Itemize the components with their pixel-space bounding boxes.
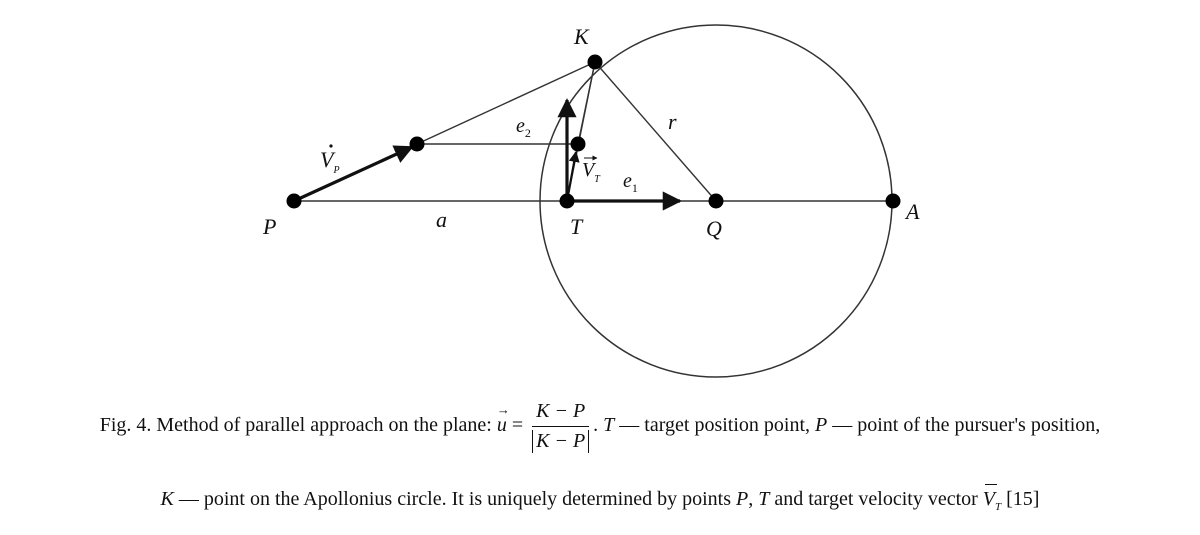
label-e2: e2 <box>516 115 531 140</box>
u-arrow-accent: → <box>496 402 510 418</box>
caption-line-1: Fig. 4. Method of parallel approach on t… <box>99 400 1101 453</box>
fraction-denominator: K − P <box>532 427 590 453</box>
svg-text:VP: VP <box>320 147 340 176</box>
u-vector-symbol: u→ <box>496 402 510 437</box>
fraction-numerator: K − P <box>532 400 590 427</box>
vt-vector-symbol: VT <box>983 484 1001 513</box>
line-k-q <box>594 61 717 202</box>
label-vp: VP <box>320 144 340 176</box>
svg-text:VT: VT <box>582 159 601 185</box>
apollonius-diagram: K P T Q A a r e2 e1 VP VT <box>262 24 920 378</box>
label-a-point: A <box>904 199 920 224</box>
label-p: P <box>262 214 276 239</box>
line-p-k <box>416 61 596 145</box>
point-vt-tip <box>570 136 586 152</box>
point-p <box>286 193 302 209</box>
point-t <box>559 193 575 209</box>
label-e1: e1 <box>623 170 638 195</box>
point-a <box>885 193 901 209</box>
label-k: K <box>573 24 590 49</box>
caption-text: Fig. 4. Method of parallel approach on t… <box>99 414 497 437</box>
vt-bar-accent <box>984 484 997 485</box>
line-k-vt-tip <box>577 61 596 145</box>
vector-vp-arrow <box>293 145 414 203</box>
caption-line-2: K — point on the Apollonius circle. It i… <box>0 484 1200 513</box>
point-q <box>708 193 724 209</box>
label-r: r <box>668 109 677 134</box>
label-vt: VT <box>582 155 601 185</box>
vp-dot-accent <box>329 144 333 148</box>
point-k <box>587 54 603 70</box>
point-vp-tip <box>409 136 425 152</box>
label-a: a <box>436 207 447 232</box>
label-q: Q <box>706 216 722 241</box>
equals-sign: = <box>506 414 529 437</box>
vector-vt-arrow <box>565 150 580 202</box>
label-t: T <box>570 214 584 239</box>
